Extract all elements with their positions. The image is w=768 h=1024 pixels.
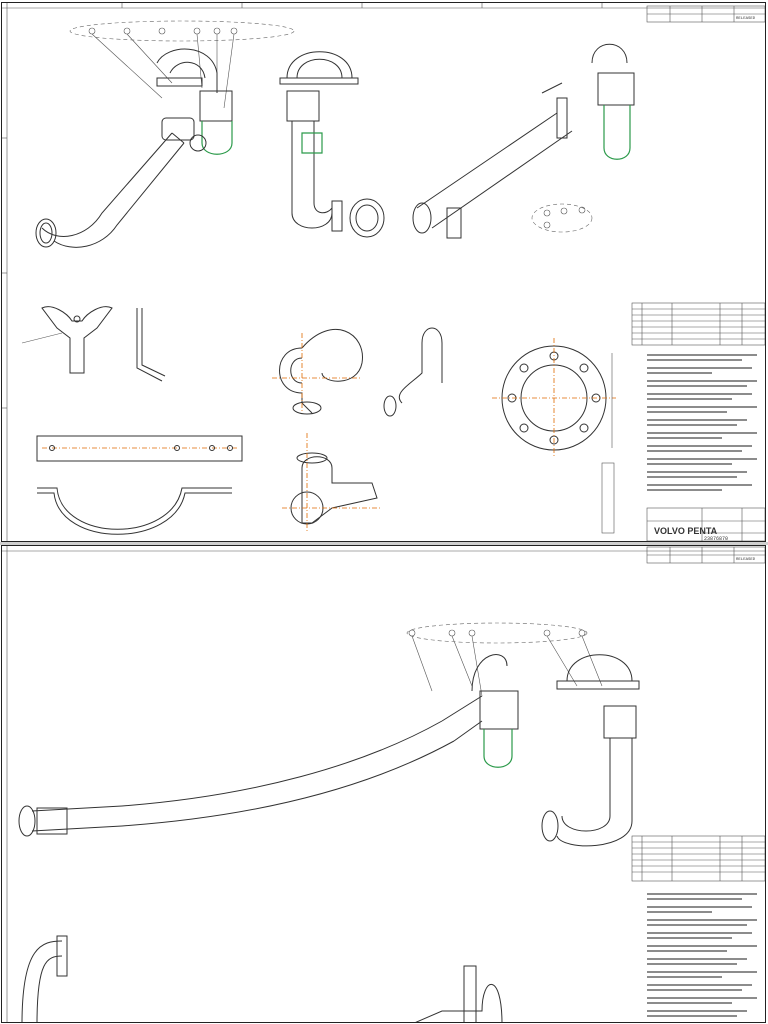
revision-status-text-2: RELEASED bbox=[736, 558, 756, 562]
revision-status-text: RELEASED bbox=[736, 17, 756, 21]
pipe-view-front bbox=[279, 51, 385, 238]
title-block bbox=[646, 507, 765, 541]
notes-block bbox=[647, 354, 757, 491]
drawing-sheet-1: RELEASED bbox=[1, 2, 766, 542]
parts-list-table bbox=[631, 302, 765, 346]
sheet-1-drawing: RELEASED bbox=[2, 3, 765, 542]
drawing-sheet-2: RELEASED bbox=[1, 545, 766, 1023]
fitting-view bbox=[290, 452, 378, 525]
revision-block-2 bbox=[646, 546, 765, 564]
sheet-2-drawing: RELEASED bbox=[2, 546, 765, 1022]
bracket-detail bbox=[41, 306, 166, 382]
pipe-view-isometric bbox=[35, 48, 233, 248]
elbow-section bbox=[279, 327, 443, 417]
sheet-separator bbox=[0, 542, 768, 545]
callout-ellipse bbox=[69, 20, 295, 42]
pipe-view-side bbox=[412, 43, 635, 239]
notes-block-2 bbox=[647, 893, 757, 1017]
long-pipe-view bbox=[18, 654, 519, 837]
brand-logo: VOLVO PENTA bbox=[654, 526, 718, 536]
lower-pipe-view bbox=[21, 935, 503, 1022]
drawing-number: 23876870 bbox=[704, 536, 728, 542]
parts-list-table-2 bbox=[631, 835, 765, 882]
clamp-strip bbox=[36, 435, 243, 535]
right-pipe-view bbox=[541, 654, 640, 847]
revision-block bbox=[646, 5, 765, 23]
